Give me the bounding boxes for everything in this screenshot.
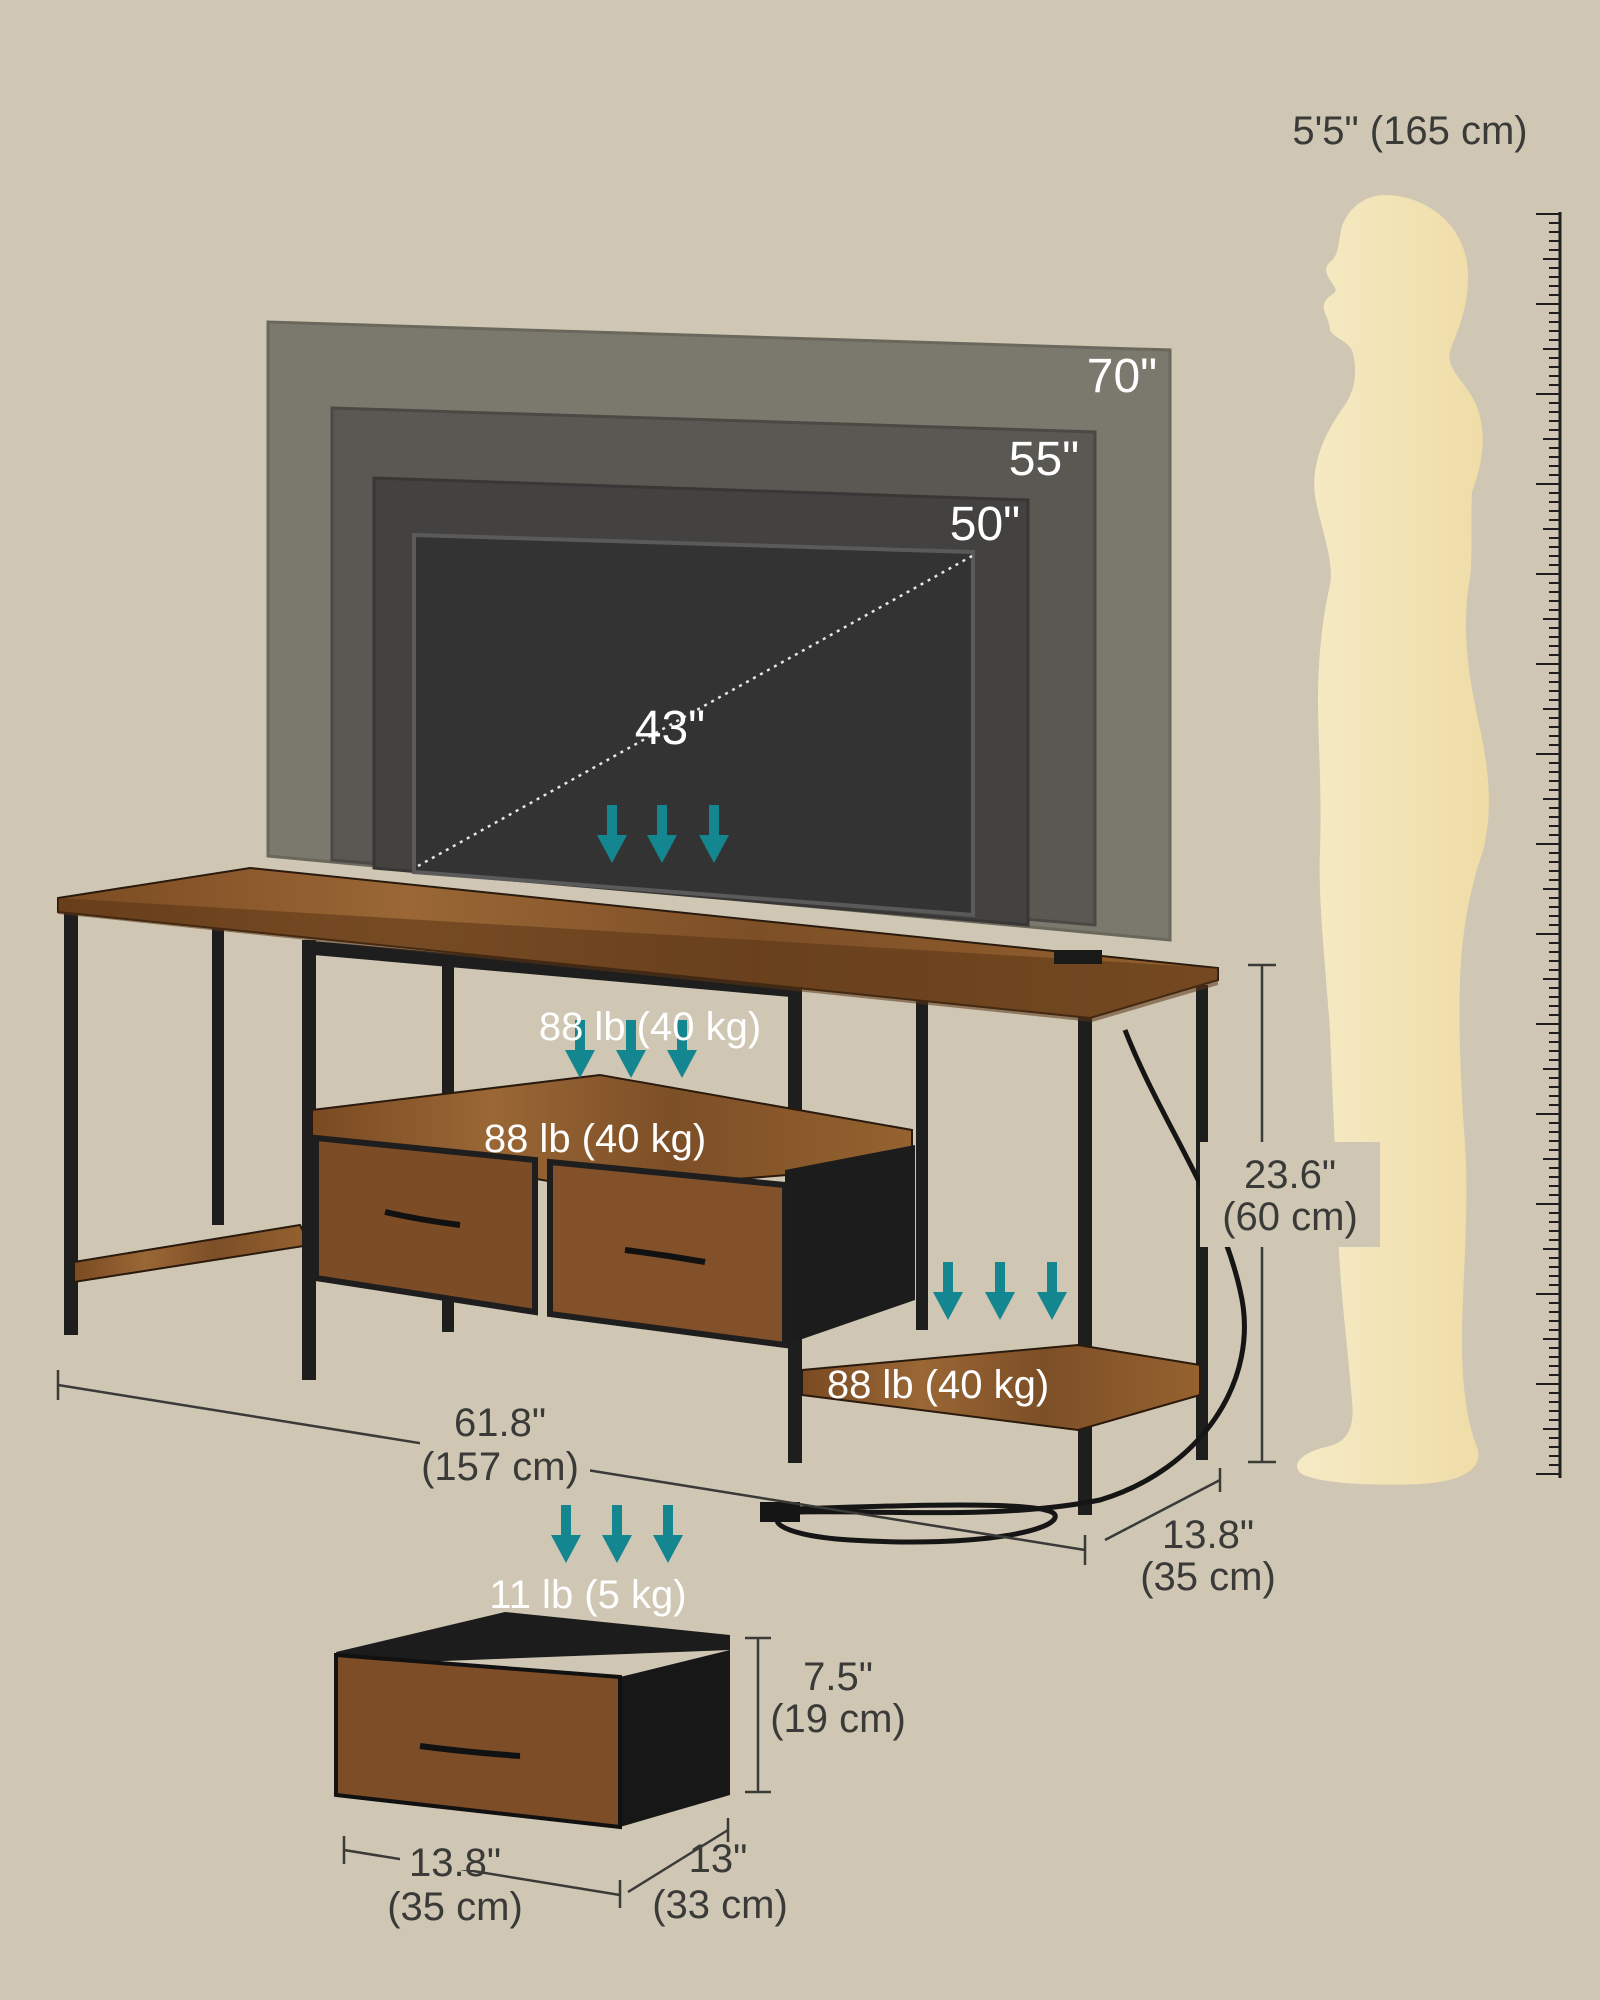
lower-right-shelf — [801, 1343, 1201, 1432]
power-plug — [760, 1502, 800, 1522]
stand-leg — [212, 925, 224, 1225]
stand-leg — [1078, 1005, 1092, 1515]
down-arrow-icon — [602, 1505, 632, 1563]
down-arrow-icon — [597, 805, 627, 863]
down-arrow-icon — [933, 1262, 963, 1320]
middle-load-label: 88 lb (40 kg) — [484, 1117, 706, 1161]
tv-size-outlines — [266, 320, 1172, 942]
drawer-dimension-lines — [342, 1636, 771, 1908]
load-arrows — [551, 805, 1067, 1563]
tv-size-50-label: 50" — [950, 498, 1020, 551]
drawer-height-cm: (19 cm) — [770, 1697, 906, 1741]
stand-leg — [916, 1000, 928, 1330]
person-height-label: 5'5" (165 cm) — [1292, 109, 1527, 153]
tv-size-70-label: 70" — [1087, 350, 1157, 403]
drawer-front — [334, 1652, 622, 1830]
stand-drawer-left — [313, 1134, 538, 1316]
drawer-depth-in: 13" — [689, 1837, 748, 1881]
tv-size-55-label: 55" — [1009, 433, 1079, 486]
stand-height-in: 23.6" — [1244, 1153, 1336, 1197]
down-arrow-icon — [667, 1020, 697, 1078]
tv-stand — [57, 866, 1247, 1545]
stand-length-in: 61.8" — [454, 1401, 546, 1445]
tv-diagonal-line — [417, 554, 973, 868]
power-cord — [769, 1029, 1247, 1545]
lower-left-shelf — [73, 1223, 312, 1284]
power-outlet — [1054, 950, 1102, 964]
stand-leg — [64, 910, 78, 1335]
down-arrow-icon — [565, 1020, 595, 1078]
down-arrow-icon — [1037, 1262, 1067, 1320]
detached-drawer — [334, 1612, 730, 1830]
drawer-width-cm: (35 cm) — [387, 1885, 523, 1929]
down-arrow-icon — [653, 1505, 683, 1563]
drawer-height-in: 7.5" — [803, 1655, 873, 1699]
down-arrow-icon — [616, 1020, 646, 1078]
tv-43-screen — [412, 532, 975, 918]
tv-size-43-label: 43" — [635, 702, 705, 755]
down-arrow-icon — [985, 1262, 1015, 1320]
stand-height-cm: (60 cm) — [1222, 1195, 1358, 1239]
top-load-label: 88 lb (40 kg) — [539, 1005, 761, 1049]
person-silhouette — [1297, 195, 1489, 1485]
height-ruler — [1536, 212, 1562, 1478]
lower-load-label: 88 lb (40 kg) — [827, 1363, 1049, 1407]
down-arrow-icon — [647, 805, 677, 863]
stand-depth-cm: (35 cm) — [1140, 1555, 1276, 1599]
stand-depth-in: 13.8" — [1162, 1513, 1254, 1557]
drawer-depth-cm: (33 cm) — [652, 1883, 788, 1927]
stand-length-cm: (157 cm) — [421, 1445, 579, 1489]
drawer-width-in: 13.8" — [409, 1841, 501, 1885]
down-arrow-icon — [551, 1505, 581, 1563]
stand-leg — [302, 940, 316, 1380]
drawer-load-label: 11 lb (5 kg) — [489, 1573, 686, 1617]
down-arrow-icon — [699, 805, 729, 863]
